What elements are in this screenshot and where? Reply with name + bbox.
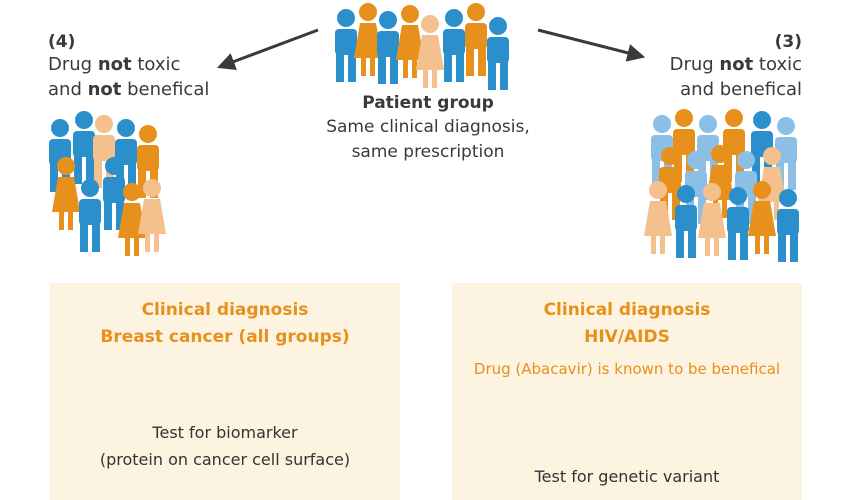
right-panel-note: Drug (Abacavir) is known to be benefical bbox=[473, 360, 781, 378]
center-line2: same prescription bbox=[351, 142, 505, 162]
left-panel-test2: (protein on cancer cell surface) bbox=[99, 450, 351, 469]
center-line1: Same clinical diagnosis, bbox=[326, 117, 530, 137]
left-group-label: (4) Drug not toxic and not benefical bbox=[48, 32, 248, 102]
left-panel-title2: Breast cancer (all groups) bbox=[100, 327, 350, 347]
left-panel-test1: Test for biomarker bbox=[152, 423, 298, 442]
arrow-to-left-group bbox=[216, 28, 319, 71]
arrow-to-right-group bbox=[537, 28, 646, 62]
left-group-line2: and not benefical bbox=[48, 77, 248, 102]
left-crowd-illustration bbox=[49, 111, 166, 256]
left-line2-b: not bbox=[87, 79, 122, 100]
center-title: Patient group bbox=[362, 93, 494, 113]
left-line1-a: Drug bbox=[48, 54, 98, 75]
right-panel-title1: Clinical diagnosis bbox=[543, 300, 711, 320]
right-group-line2: and benefical bbox=[680, 79, 802, 100]
right-line1-a: Drug bbox=[669, 54, 720, 75]
left-line1-c: toxic bbox=[131, 54, 181, 75]
center-group-label: Patient group Same clinical diagnosis, s… bbox=[290, 91, 566, 165]
left-panel-title1: Clinical diagnosis bbox=[141, 300, 309, 320]
right-group-label: (3) Drug not toxic and benefical bbox=[610, 32, 802, 102]
right-group-number: (3) bbox=[774, 32, 802, 52]
right-crowd-illustration bbox=[644, 109, 799, 262]
left-group-number: (4) bbox=[48, 32, 76, 52]
left-panel: Clinical diagnosis Breast cancer (all gr… bbox=[50, 283, 400, 500]
right-line1-c: toxic bbox=[753, 54, 802, 75]
right-panel-test: Test for genetic variant bbox=[534, 467, 720, 486]
right-line1-b: not bbox=[719, 54, 754, 75]
right-group-line1: Drug not toxic bbox=[610, 52, 802, 77]
right-panel: Clinical diagnosis HIV/AIDS Drug (Abacav… bbox=[452, 283, 802, 500]
left-line1-b: not bbox=[97, 54, 132, 75]
left-group-line1: Drug not toxic bbox=[48, 52, 248, 77]
right-panel-title2: HIV/AIDS bbox=[584, 327, 670, 347]
left-line2-c: benefical bbox=[121, 79, 210, 100]
left-line2-a: and bbox=[48, 79, 88, 100]
